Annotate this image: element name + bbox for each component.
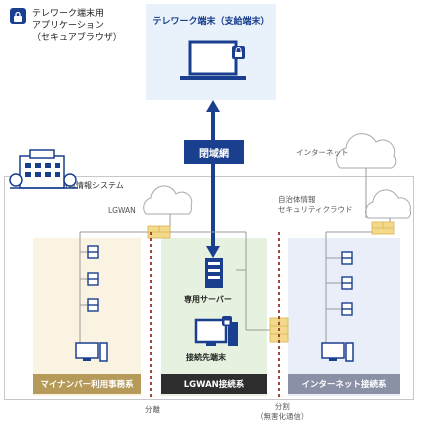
mynumber-zone (33, 238, 141, 396)
legend-text: テレワーク端末用 アプリケーション （セキュアブラウザ） (32, 8, 122, 44)
pc-icon (321, 342, 354, 362)
firewall-icon (147, 225, 171, 239)
security-cloud-icon (365, 189, 411, 219)
server-icon (341, 302, 353, 316)
separation-right-line2: （無害化通信） (256, 412, 309, 421)
closed-network-badge: 閉域網 (184, 140, 244, 164)
building-icon (9, 149, 78, 189)
pc-icon (75, 342, 108, 362)
legend-line2: アプリケーション (32, 21, 104, 31)
laptop-icon (180, 40, 246, 80)
legend-line3: （セキュアブラウザ） (32, 33, 122, 43)
dedicated-server-icon (205, 258, 223, 288)
municipal-system-label: 自治体情報システム (52, 181, 124, 190)
lgwan-cloud-icon (143, 185, 193, 215)
separation-right-label: 分割 （無害化通信） (256, 402, 309, 422)
server-icon (87, 272, 99, 286)
separation-right-line1: 分割 (274, 402, 290, 411)
telework-terminal-title: テレワーク端末（支給端末） (152, 17, 270, 27)
lgwan-label: LGWAN (108, 206, 136, 215)
internet-label: インターネット (296, 148, 349, 157)
firewall-icon (371, 221, 395, 235)
municipal-system-box (4, 176, 414, 400)
server-icon (87, 298, 99, 312)
network-lines (79, 168, 391, 345)
mynumber-zone-label: マイナンバー利用事務系 (33, 374, 141, 394)
connection-arrow (206, 100, 220, 258)
separation-left-label: 分離 (145, 405, 160, 414)
connection-terminal-icon (194, 316, 238, 346)
lgwan-zone-label: LGWAN接続系 (161, 374, 267, 394)
server-icon (341, 276, 353, 290)
dedicated-server-label: 専用サーバー (184, 295, 232, 304)
server-icon (341, 251, 353, 265)
security-cloud-line2: セキュリティクラウド (278, 205, 353, 214)
legend-line1: テレワーク端末用 (32, 9, 105, 19)
security-cloud-line1: 自治体情報 (278, 195, 316, 204)
security-cloud-label: 自治体情報 セキュリティクラウド (278, 195, 353, 215)
internet-cloud-icon (336, 133, 397, 169)
legend: テレワーク端末用 アプリケーション （セキュアブラウザ） (10, 8, 122, 44)
server-icon (87, 245, 99, 259)
connection-terminal-label: 接続先端末 (186, 353, 226, 362)
lock-icon (10, 8, 26, 24)
internet-zone-label: インターネット接続系 (288, 374, 400, 394)
